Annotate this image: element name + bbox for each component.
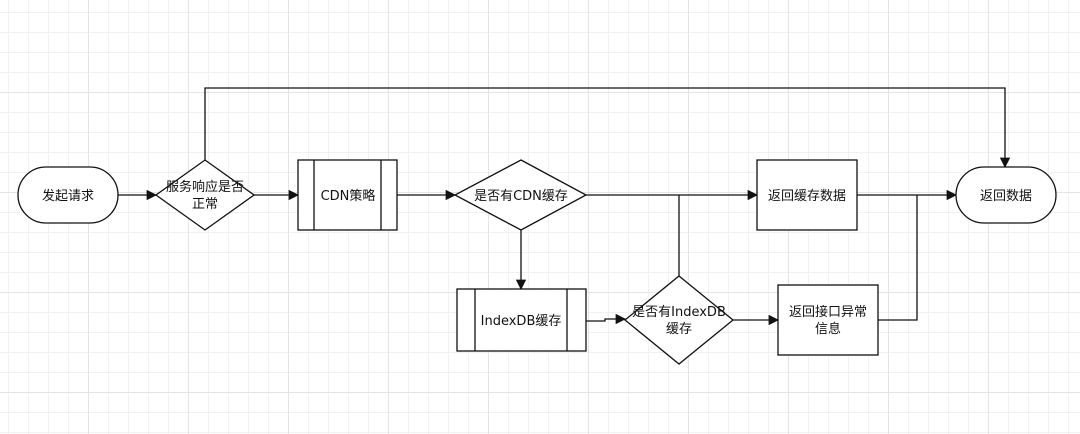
edge-return-error-to-return-data	[878, 195, 918, 321]
node-return-data[interactable]: 返回数据	[955, 166, 1057, 224]
terminator-shape	[17, 166, 119, 224]
node-service-ok-label-line1: 服务响应是否	[166, 179, 244, 195]
decision-shape	[453, 159, 588, 231]
node-service-ok-label-line2: 正常	[192, 197, 218, 212]
node-has-cdn-cache-label: 是否有CDN缓存	[474, 189, 568, 204]
node-start-label: 发起请求	[42, 188, 94, 204]
node-indexdb-cache[interactable]: IndexDB缓存	[456, 288, 587, 352]
edge-service-check-to-return-data	[204, 87, 1011, 169]
node-return-error-label-line2: 信息	[815, 321, 841, 337]
node-return-cache[interactable]: 返回缓存数据	[756, 159, 858, 231]
node-return-cache-label: 返回缓存数据	[768, 189, 846, 204]
node-start[interactable]: 发起请求	[17, 166, 119, 224]
edges	[118, 87, 1011, 326]
node-has-indexdb-label-line2: 缓存	[666, 322, 692, 337]
decision-shape	[154, 159, 256, 231]
node-cdn-strategy-label: CDN策略	[321, 188, 376, 204]
node-return-error-label-line1: 返回接口异常	[789, 304, 867, 320]
terminator-shape	[955, 166, 1057, 224]
edge-indexdb-cache-to-indexdb-check	[586, 313, 627, 325]
node-has-indexdb-label-line1: 是否有IndexDB	[632, 305, 726, 320]
node-cdn-strategy[interactable]: CDN策略	[297, 159, 398, 231]
process-shape	[756, 159, 858, 231]
decision-shape	[623, 275, 735, 365]
node-has-indexdb-cache-decision[interactable]: 是否有IndexDB 缓存	[623, 275, 735, 365]
node-service-ok-decision[interactable]: 服务响应是否 正常	[154, 159, 256, 231]
process-shape	[777, 284, 879, 356]
node-return-error[interactable]: 返回接口异常 信息	[777, 284, 879, 356]
process-shape	[456, 288, 587, 352]
node-return-data-label: 返回数据	[980, 189, 1032, 204]
node-indexdb-cache-label: IndexDB缓存	[481, 314, 562, 329]
node-has-cdn-cache-decision[interactable]: 是否有CDN缓存	[453, 159, 588, 231]
